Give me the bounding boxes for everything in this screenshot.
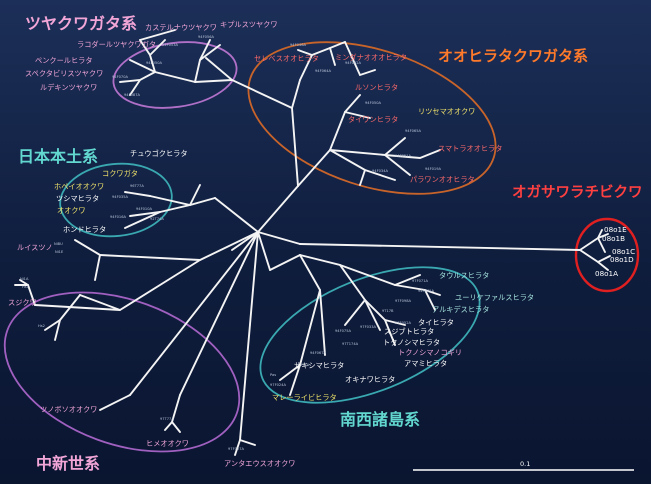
species-label: アンタエウスオオクワ — [224, 459, 296, 468]
species-label: カステルナウツヤクワ — [145, 23, 217, 32]
specimen-id: 94F034A — [372, 169, 388, 173]
species-label: ユーリケファルスヒラタ — [455, 293, 535, 302]
group-label-chushinsei: 中新世系 — [36, 454, 101, 473]
specimen-id: Hs2 — [38, 324, 45, 328]
species-label: 08o1A — [595, 269, 619, 278]
species-label: スジブトヒラタ — [384, 327, 435, 336]
specimen-id: 97F024A — [270, 383, 286, 387]
specimen-id: 94F064A — [315, 69, 331, 73]
specimen-id: Hs1 — [22, 285, 29, 289]
species-label: ホペイオオクワ — [54, 182, 105, 191]
species-label: マレーライビヒラタ — [272, 393, 337, 402]
specimen-id: Pas — [270, 373, 277, 377]
species-label: タイヒラタ — [418, 318, 454, 327]
group-label-ogasawara: オガサワラチビクワ — [512, 185, 643, 201]
specimen-id: 94F067A — [310, 351, 326, 355]
specimen-id: 9T17B — [382, 309, 394, 313]
tree-branches — [14, 29, 611, 456]
species-label: ペンクールヒラタ — [35, 56, 93, 65]
specimen-id: 94F050A — [365, 101, 381, 105]
species-label: ホンドヒラタ — [63, 225, 107, 234]
species-label: ヒメオオクワ — [146, 439, 189, 448]
species-label: パラワンオオヒラタ — [410, 175, 475, 184]
specimen-id: 94F050A — [146, 61, 162, 65]
species-label: オオクワ — [57, 206, 86, 215]
species-label: アルキデスヒラタ — [432, 305, 490, 314]
species-label: 08o1C — [612, 247, 636, 256]
specimen-id: 94F056A — [198, 35, 214, 39]
specimen-id: 94F075A — [335, 329, 351, 333]
specimen-id: 97F007A — [228, 447, 244, 451]
specimen-id: 97F033A — [360, 325, 376, 329]
species-label: ルデキンツヤクワ — [40, 83, 98, 92]
specimen-id: 94F087A — [124, 93, 140, 97]
specimen-id: 97F052A — [395, 321, 411, 325]
specimen-id: 94F062A — [345, 61, 361, 65]
species-label: タウルスヒラタ — [439, 271, 490, 280]
species-label: ルソンヒラタ — [355, 83, 399, 92]
specimen-id: 94F065A — [405, 129, 421, 133]
specimen-id: 97T77A — [160, 417, 174, 421]
specimen-id: 94F046A — [290, 43, 306, 47]
species-label: スマトラオオヒラタ — [438, 144, 503, 153]
specimen-id: 92T74A — [150, 217, 164, 221]
species-label: セレベスオオヒラタ — [254, 54, 319, 63]
species-label: オキナワヒラタ — [345, 375, 396, 384]
species-label: ラコダールツヤクワガタ — [77, 40, 157, 49]
scale-label: 0.1 — [520, 460, 531, 468]
specimen-id: 97F071A — [412, 279, 428, 283]
ellipse-chushinsei — [3, 291, 241, 453]
specimen-id: 97T174A — [342, 342, 359, 346]
species-label: 08o1E — [604, 225, 627, 234]
group-label-ookiratakuwagata: オオヒラタクワガタ系 — [438, 47, 589, 65]
specimen-id: 94F016A — [110, 215, 126, 219]
species-label: ミンダナオオオヒラタ — [335, 53, 407, 62]
group-label-tsuyakuwagata: ツヤクワガタ系 — [25, 14, 138, 33]
specimen-id: 9T1A — [300, 363, 310, 367]
species-label: トクノシマノコギリ — [398, 348, 463, 357]
group-label-nanseishoto: 南西諸島系 — [340, 410, 421, 429]
species-label: リツセマオオクワ — [418, 107, 476, 116]
specimen-id: NiBU — [54, 242, 63, 246]
species-label: チュウゴクヒラタ — [130, 149, 188, 158]
ellipse-ookiratakuwagata — [247, 41, 497, 195]
specimen-id: 94F041A — [418, 289, 434, 293]
group-label-nihonhondo: 日本本土系 — [18, 147, 99, 166]
specimen-id: 94F051A — [395, 154, 411, 158]
species-label: スジクワ — [8, 298, 37, 307]
ellipse-ogasawara — [574, 217, 640, 293]
specimen-id: Ni1E — [55, 250, 64, 254]
species-label: アマミヒラタ — [404, 359, 448, 368]
specimen-id: 94F035A — [112, 195, 128, 199]
specimen-id: 96T77A — [130, 184, 144, 188]
species-label: 08o1B — [602, 234, 626, 243]
ellipse-nihonhondo — [59, 162, 173, 238]
species-label: コクワガタ — [102, 169, 138, 178]
specimen-id: 94F010A — [136, 207, 152, 211]
specimen-id: 94F070A — [112, 75, 128, 79]
species-label: ルイスツノ — [17, 243, 53, 252]
specimen-id: Ni1A — [20, 277, 29, 281]
species-label: ツノボソオオクワ — [40, 405, 98, 414]
species-label: 08o1D — [610, 255, 634, 264]
species-label: ツシマヒラタ — [56, 194, 100, 203]
specimen-id: 94F053A — [162, 43, 178, 47]
ellipse-nanseishoto — [259, 266, 481, 404]
specimen-id: 94F019A — [425, 167, 441, 171]
species-label: トクノシマヒラタ — [383, 338, 441, 347]
species-label: タイワンヒラタ — [348, 115, 399, 124]
species-label: サキシマヒラタ — [294, 361, 345, 370]
species-label: キプルスツヤクワ — [220, 20, 278, 29]
specimen-id: 97F098A — [395, 299, 411, 303]
ellipse-tsuyakuwagata — [112, 41, 238, 109]
species-label: スペクタビリスツヤクワ — [25, 69, 104, 78]
